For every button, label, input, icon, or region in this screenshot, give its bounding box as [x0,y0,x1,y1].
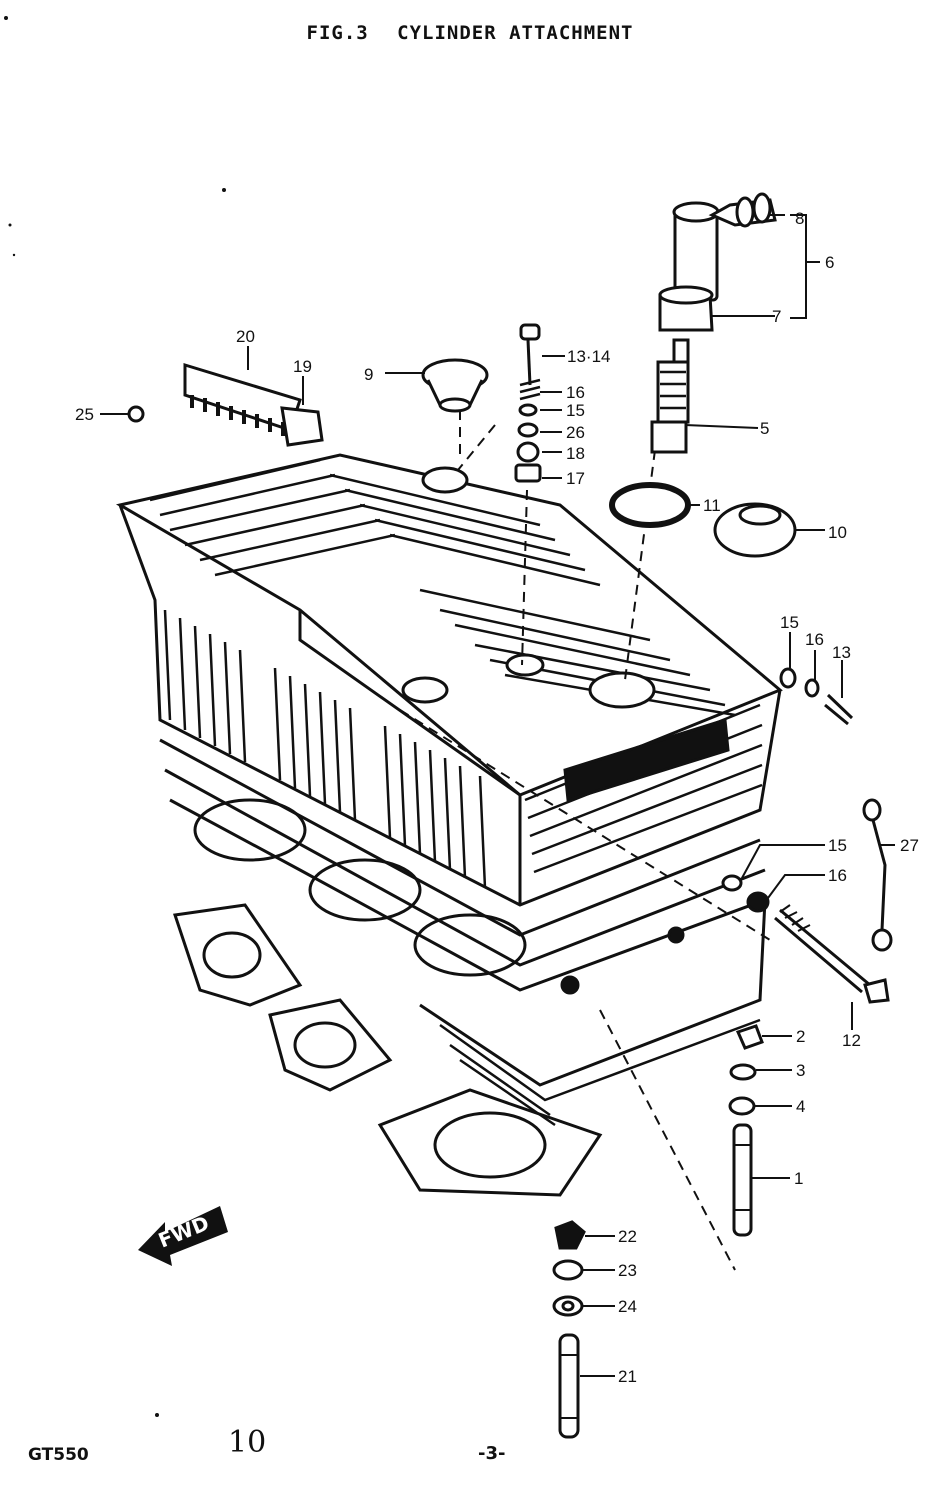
callout-4: 4 [796,1097,805,1116]
callout-7: 7 [772,307,781,326]
callout-5: 5 [760,419,769,438]
callout-16-b: 16 [805,630,824,649]
part-right-bolts [721,667,893,1237]
forward-arrow: FWD [138,1206,228,1266]
callout-25: 25 [75,405,94,424]
callout-9: 9 [364,365,373,384]
part-damper-comb [183,362,324,447]
page-number: -3- [478,1443,506,1464]
callout-leaders [100,214,895,1377]
callout-19: 19 [293,357,312,376]
model-code: GT550 [28,1445,89,1465]
callout-15-c: 15 [828,836,847,855]
callout-16-a: 16 [566,383,585,402]
cylinder-head [115,453,783,907]
figure-number: FIG.3 [306,22,369,44]
callout-21: 21 [618,1367,637,1386]
scan-specks [4,16,226,1417]
figure-name: CYLINDER ATTACHMENT [397,22,634,44]
callout-3: 3 [796,1061,805,1080]
callout-27: 27 [900,836,919,855]
callout-24: 24 [618,1297,637,1316]
part-lower-stud-stack [552,1220,586,1439]
callout-12: 12 [842,1031,861,1050]
part-spark-plug-assembly [650,192,777,454]
callout-22: 22 [618,1227,637,1246]
handwritten-note: 10 [228,1425,267,1460]
callout-13: 13 [832,643,851,662]
callout-15-b: 15 [780,613,799,632]
figure-title: FIG.3 CYLINDER ATTACHMENT [0,22,940,44]
callout-10: 10 [828,523,847,542]
cylinder-block [159,738,767,1197]
part-bolt-stack [514,323,542,483]
callout-1: 1 [794,1169,803,1188]
callout-26: 26 [566,423,585,442]
part-plug-cap-9 [421,358,489,413]
callout-16-c: 16 [828,866,847,885]
callout-17: 17 [566,469,585,488]
callout-11: 11 [703,496,721,515]
callout-2: 2 [796,1027,805,1046]
callout-numbers: 8 6 7 5 13·14 16 15 26 18 17 9 11 10 20 … [75,209,919,1386]
part-cap-25 [127,405,145,423]
callout-23: 23 [618,1261,637,1280]
callout-13-14: 13·14 [567,347,610,366]
callout-20: 20 [236,327,255,346]
callout-8: 8 [795,209,804,228]
callout-18: 18 [566,444,585,463]
part-gasket-rings [609,482,797,558]
callout-15-a: 15 [566,401,585,420]
callout-6: 6 [825,253,834,272]
